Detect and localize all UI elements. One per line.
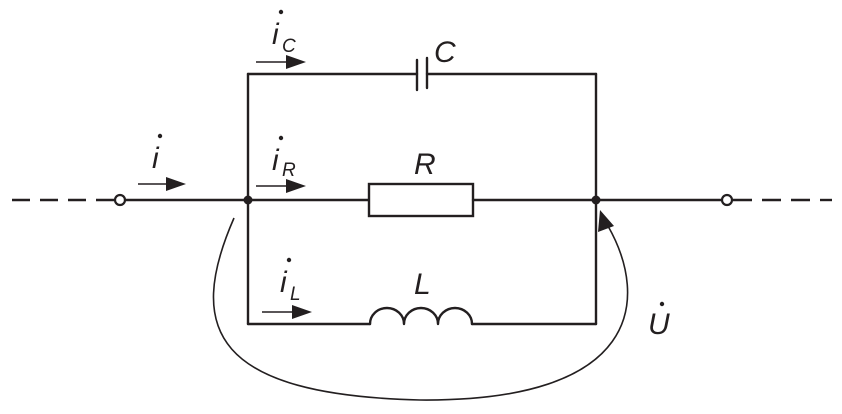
label-i-r: i R bbox=[272, 135, 296, 181]
arrow-i-l bbox=[262, 305, 312, 319]
label-i-l: i L bbox=[280, 257, 301, 305]
label-i-total: i bbox=[152, 133, 163, 175]
svg-text:i: i bbox=[272, 144, 280, 177]
svg-text:i: i bbox=[272, 18, 280, 51]
voltage-label: U bbox=[648, 301, 670, 341]
svg-text:C: C bbox=[282, 36, 296, 57]
capacitor-label: C bbox=[434, 36, 456, 69]
inductor-coil bbox=[368, 306, 474, 326]
resistor bbox=[367, 182, 475, 218]
capacitor-branch bbox=[246, 56, 598, 92]
left-terminal bbox=[113, 193, 127, 207]
inductor-branch bbox=[246, 306, 598, 326]
svg-text:i: i bbox=[152, 142, 160, 175]
arrow-i-c bbox=[256, 55, 306, 69]
label-i-c: i C bbox=[272, 9, 296, 57]
resistor-label: R bbox=[414, 148, 436, 181]
svg-text:i: i bbox=[280, 266, 288, 299]
right-terminal bbox=[720, 193, 734, 207]
svg-text:R: R bbox=[282, 160, 296, 181]
resistor-branch bbox=[246, 182, 598, 218]
svg-text:L: L bbox=[290, 284, 301, 305]
svg-text:U: U bbox=[648, 308, 670, 341]
arrow-i-total bbox=[138, 177, 186, 191]
voltage-arrowhead bbox=[598, 210, 614, 232]
inductor-label: L bbox=[414, 268, 431, 301]
arrow-i-r bbox=[256, 179, 306, 193]
voltage-arc bbox=[212, 210, 629, 401]
